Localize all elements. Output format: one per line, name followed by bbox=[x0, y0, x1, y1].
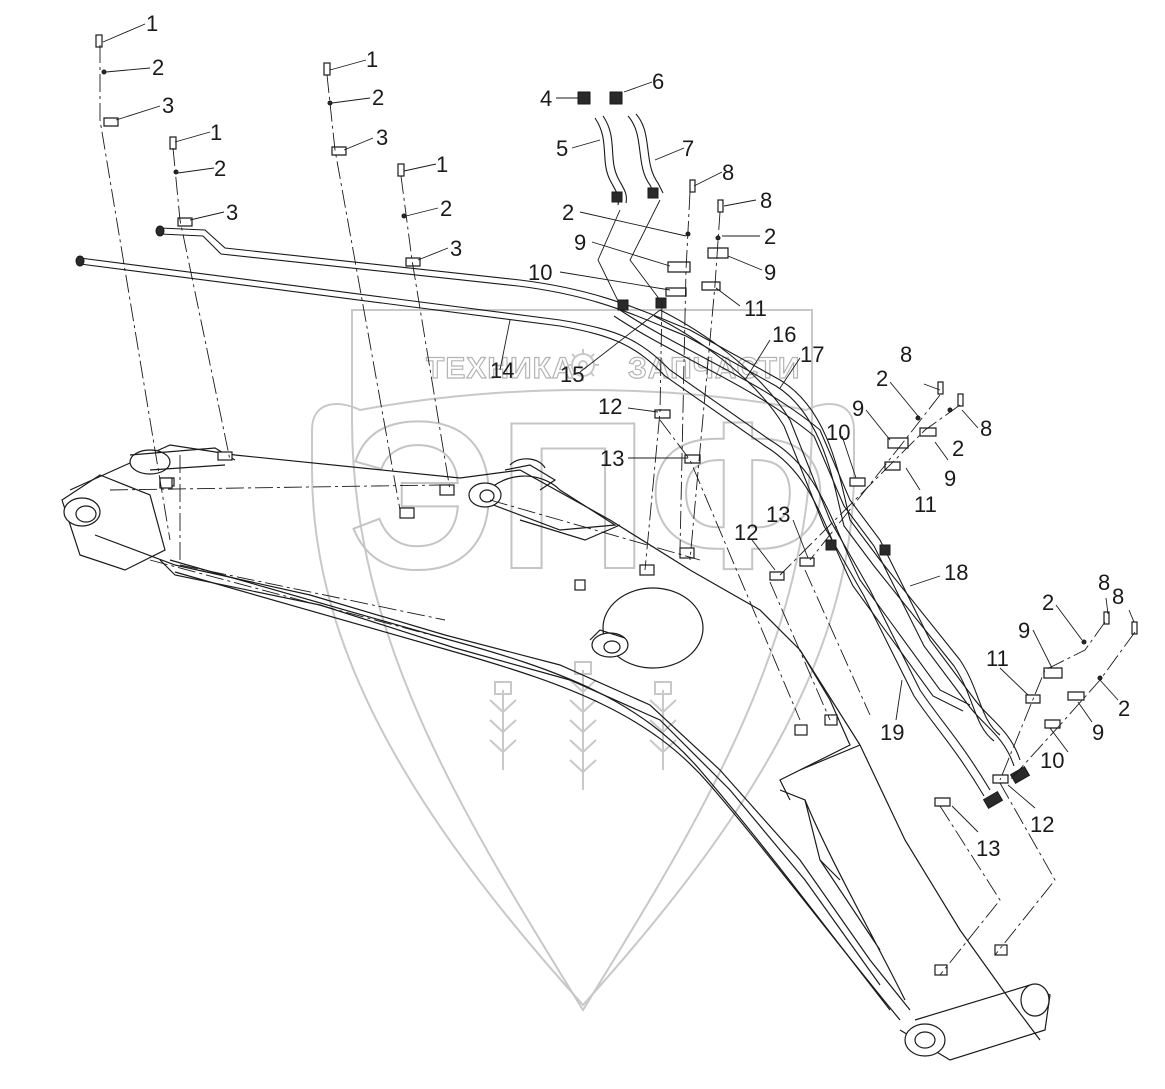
boom-foot bbox=[61, 447, 236, 571]
hose-7 bbox=[627, 115, 656, 196]
boom-pin-boss bbox=[574, 579, 704, 669]
callout-12: 12 bbox=[734, 520, 758, 545]
callout-2: 2 bbox=[1042, 590, 1054, 615]
callout-9: 9 bbox=[852, 396, 864, 421]
callout-2: 2 bbox=[440, 196, 452, 221]
hose-link bbox=[597, 199, 661, 306]
boom-side-upper bbox=[94, 534, 911, 1011]
callout-8: 8 bbox=[722, 160, 734, 185]
callout-8: 8 bbox=[900, 342, 912, 367]
callout-2: 2 bbox=[876, 366, 888, 391]
boom-right-face bbox=[859, 744, 1041, 1041]
callout-11: 11 bbox=[986, 646, 1009, 671]
callout-8: 8 bbox=[980, 416, 992, 441]
pipe-18 bbox=[619, 309, 1021, 761]
callout-10: 10 bbox=[826, 420, 850, 445]
callout-9: 9 bbox=[944, 466, 956, 491]
callout-5: 5 bbox=[556, 136, 568, 161]
pipe-end-fitting bbox=[879, 544, 891, 556]
fitting-7-end bbox=[647, 187, 659, 199]
callout-2: 2 bbox=[562, 200, 574, 225]
leader-lines bbox=[102, 23, 1135, 833]
callout-10: 10 bbox=[528, 260, 552, 285]
gear-icon bbox=[567, 349, 599, 381]
pipe-14 bbox=[79, 257, 971, 706]
watermark-shield-outline bbox=[351, 309, 813, 1012]
callout-2: 2 bbox=[1118, 696, 1130, 721]
callout-16: 16 bbox=[772, 322, 796, 347]
boom-right-face-inner bbox=[779, 649, 851, 801]
callout-19: 19 bbox=[880, 720, 904, 745]
callout-12: 12 bbox=[598, 394, 622, 419]
callout-9: 9 bbox=[764, 260, 776, 285]
callout-9: 9 bbox=[574, 230, 586, 255]
callout-8: 8 bbox=[1098, 570, 1110, 595]
boom-side-lower bbox=[159, 559, 881, 986]
callout-17: 17 bbox=[800, 342, 824, 367]
callout-13: 13 bbox=[766, 502, 790, 527]
callout-13: 13 bbox=[600, 446, 624, 471]
callout-3: 3 bbox=[376, 125, 388, 150]
callout-3: 3 bbox=[226, 200, 238, 225]
boom bbox=[61, 444, 1051, 1061]
callout-2: 2 bbox=[952, 436, 964, 461]
callout-7: 7 bbox=[682, 136, 694, 161]
callout-10: 10 bbox=[1040, 748, 1064, 773]
callout-6: 6 bbox=[652, 69, 664, 94]
watermark-brand-left: ТЕХНИКА bbox=[426, 352, 575, 385]
pipes bbox=[75, 113, 1031, 810]
callout-8: 8 bbox=[760, 188, 772, 213]
callout-14: 14 bbox=[490, 358, 514, 383]
boom-plate-seam bbox=[179, 455, 446, 621]
pipe-end-fitting bbox=[825, 539, 837, 551]
boom-top-plate bbox=[69, 444, 861, 746]
pipe-17 bbox=[159, 227, 1001, 736]
boom-lower-web bbox=[804, 799, 906, 1001]
fitting-15-b bbox=[655, 297, 667, 309]
boom-plate-seam-2 bbox=[779, 744, 861, 881]
fitting-15-a bbox=[617, 299, 629, 311]
callout-1: 1 bbox=[210, 120, 222, 145]
callout-15: 15 bbox=[560, 362, 584, 387]
watermark-letters: ЭПФ bbox=[348, 378, 828, 613]
callout-2: 2 bbox=[214, 156, 226, 181]
callout-18: 18 bbox=[944, 560, 968, 585]
callout-12: 12 bbox=[1030, 812, 1054, 837]
callout-1: 1 bbox=[436, 152, 448, 177]
callout-3: 3 bbox=[450, 236, 462, 261]
callout-1: 1 bbox=[366, 47, 378, 72]
callout-9: 9 bbox=[1092, 720, 1104, 745]
callout-1: 1 bbox=[146, 11, 158, 36]
callout-4: 4 bbox=[540, 86, 552, 111]
callout-8: 8 bbox=[1112, 584, 1124, 609]
callout-2: 2 bbox=[152, 55, 164, 80]
callout-9: 9 bbox=[1018, 618, 1030, 643]
boom-tip bbox=[899, 983, 1051, 1061]
fitting-4 bbox=[577, 91, 591, 105]
callout-11: 11 bbox=[914, 492, 937, 517]
callout-13: 13 bbox=[976, 836, 1000, 861]
pipe-end-fitting bbox=[1009, 765, 1031, 785]
watermark: ТЕХНИКА ЗАПЧАСТИ ЭПФ bbox=[311, 309, 855, 1012]
fitting-6 bbox=[609, 91, 623, 105]
callouts: 1 2 3 1 2 3 1 2 3 1 2 3 4 5 6 7 8 2 9 10… bbox=[146, 11, 1130, 861]
callout-3: 3 bbox=[162, 93, 174, 118]
fitting-5-end bbox=[611, 191, 623, 203]
callout-11: 11 bbox=[744, 296, 767, 321]
pipe-end-fitting bbox=[982, 790, 1004, 810]
pipe-19 bbox=[659, 309, 991, 791]
assembly-lines bbox=[99, 45, 1136, 976]
callout-2: 2 bbox=[372, 85, 384, 110]
boom-bottom-edge-2 bbox=[174, 571, 901, 1021]
callout-2: 2 bbox=[764, 224, 776, 249]
watermark-wheat-icon bbox=[489, 661, 677, 790]
fittings bbox=[577, 91, 667, 311]
watermark-shield-inner bbox=[311, 388, 855, 1007]
